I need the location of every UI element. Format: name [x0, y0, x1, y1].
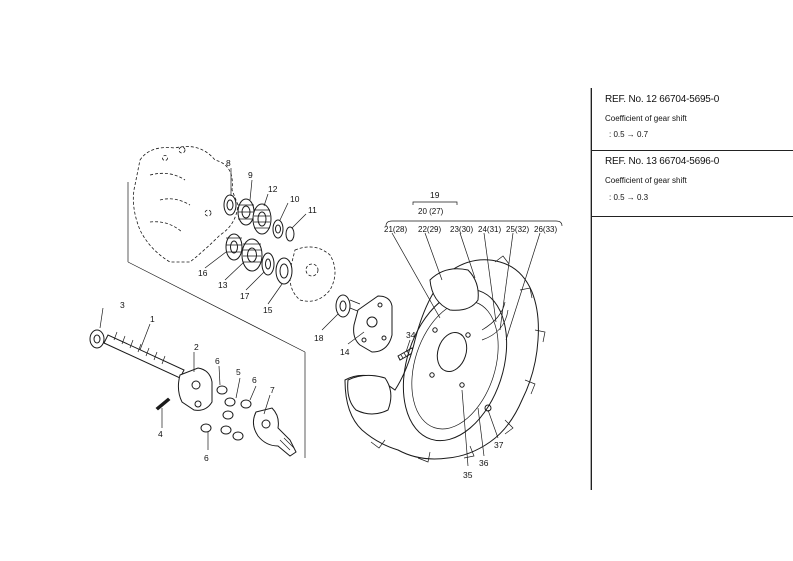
- callout-24-31: 24(31): [478, 225, 501, 234]
- callout-16: 16: [198, 268, 208, 278]
- callout-labels: 1 2 3 4 5 6 6 6 7 8 9 10 11 12 13 14 15 …: [120, 158, 557, 480]
- leader-lines: [99, 168, 541, 467]
- ref-note-12-ratio: : 0.5 → 0.7: [609, 130, 649, 139]
- gear-case-2: [177, 367, 213, 411]
- bearing-15: [275, 257, 293, 285]
- ref-note-12-title: REF. No. 12 66704-5695-0: [605, 94, 720, 105]
- callout-6b: 6: [252, 375, 257, 385]
- ring-11: [285, 226, 295, 242]
- callout-21-28: 21(28): [384, 225, 407, 234]
- callout-10: 10: [290, 194, 300, 204]
- callout-22-29: 22(29): [418, 225, 441, 234]
- callout-15: 15: [263, 305, 273, 315]
- callout-6a: 6: [215, 356, 220, 366]
- callout-7: 7: [270, 385, 275, 395]
- spacer-3: [89, 329, 105, 349]
- axle-housing-7: [252, 407, 297, 457]
- callout-bracket-19-20: [385, 201, 563, 227]
- callout-4: 4: [158, 429, 163, 439]
- gear-8: [223, 194, 237, 216]
- pins-5-6: [200, 385, 252, 441]
- callout-20-27: 20 (27): [418, 207, 444, 216]
- callout-18: 18: [314, 333, 324, 343]
- callout-25-32: 25(32): [506, 225, 529, 234]
- gear-17: [261, 252, 275, 276]
- callout-9: 9: [248, 170, 253, 180]
- callout-36: 36: [479, 458, 489, 468]
- callout-35: 35: [463, 470, 473, 480]
- flange-14: [353, 295, 393, 353]
- bearing-18: [335, 294, 361, 318]
- ref-note-12-label: Coefficient of gear shift: [605, 114, 687, 123]
- callout-1: 1: [150, 314, 155, 324]
- pin-4: [155, 397, 171, 411]
- callout-3: 3: [120, 300, 125, 310]
- callout-5: 5: [236, 367, 241, 377]
- assembly-boundary-lines: [127, 182, 306, 458]
- callout-11: 11: [308, 205, 317, 215]
- callout-23-30: 23(30): [450, 225, 473, 234]
- callout-34: 34: [406, 330, 416, 340]
- ref-note-13: REF. No. 13 66704-5696-0 Coefficient of …: [592, 150, 793, 217]
- ref-note-12: REF. No. 12 66704-5695-0 Coefficient of …: [592, 88, 793, 151]
- callout-12: 12: [268, 184, 278, 194]
- callout-14: 14: [340, 347, 350, 357]
- callout-19: 19: [430, 190, 440, 200]
- axle-shaft-1: [103, 331, 185, 379]
- washer-10: [272, 219, 284, 239]
- wheel-assembly: [344, 255, 546, 463]
- ref-note-13-label: Coefficient of gear shift: [605, 176, 687, 185]
- gear-13: [241, 238, 263, 272]
- callout-13: 13: [218, 280, 228, 290]
- gear-16: [225, 233, 243, 261]
- gear-9: [237, 198, 255, 226]
- reference-notes-panel: REF. No. 12 66704-5695-0 Coefficient of …: [591, 88, 793, 490]
- transmission-housing-outline: [132, 146, 336, 302]
- callout-2: 2: [194, 342, 199, 352]
- ref-note-13-ratio: : 0.5 → 0.3: [609, 193, 649, 202]
- gear-12: [252, 203, 272, 235]
- callout-17: 17: [240, 291, 250, 301]
- callout-6c: 6: [204, 453, 209, 463]
- callout-37: 37: [494, 440, 504, 450]
- callout-26-33: 26(33): [534, 225, 557, 234]
- ref-note-13-title: REF. No. 13 66704-5696-0: [605, 156, 720, 167]
- callout-8: 8: [226, 158, 231, 168]
